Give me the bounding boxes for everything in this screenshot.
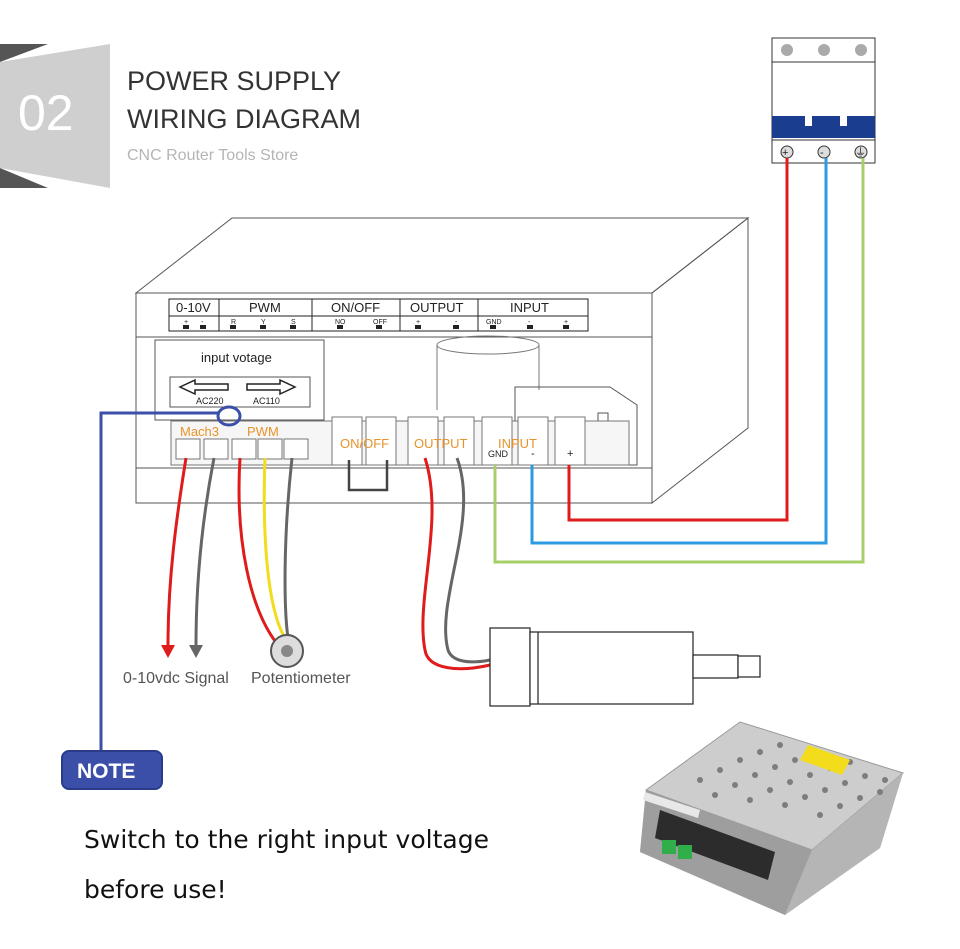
spindle-motor bbox=[489, 627, 761, 707]
input-pin-plus: + bbox=[567, 448, 573, 460]
pin-label: - bbox=[528, 319, 531, 326]
group-pwm: PWM bbox=[249, 300, 281, 315]
pin-label: - bbox=[455, 319, 458, 326]
group-input: INPUT bbox=[510, 300, 549, 315]
capacitor bbox=[436, 335, 540, 410]
breaker-label-plus: + bbox=[782, 147, 788, 159]
group-output: OUTPUT bbox=[410, 300, 464, 315]
wire-gray-signal bbox=[194, 457, 216, 646]
terminal-block bbox=[170, 416, 630, 466]
arrow-right-icon bbox=[246, 378, 297, 396]
pin-label: - bbox=[201, 319, 204, 326]
terminal-label-pwm: PWM bbox=[247, 424, 279, 439]
pin-label: + bbox=[564, 319, 568, 326]
wire-red-output bbox=[421, 457, 491, 671]
note-badge: NOTE bbox=[61, 750, 163, 790]
voltage-option-ac220: AC220 bbox=[196, 396, 224, 406]
terminal-label-on-off: ON/OFF bbox=[340, 436, 389, 451]
wire-red-signal bbox=[166, 457, 188, 646]
power-supply-box bbox=[134, 216, 750, 505]
note-line-1: Switch to the right input voltage bbox=[84, 825, 489, 854]
pin-label: OFF bbox=[373, 319, 387, 326]
wire-blue-input bbox=[530, 158, 828, 545]
title-line-2: WIRING DIAGRAM bbox=[127, 104, 361, 134]
input-voltage-switch bbox=[154, 339, 325, 421]
terminal-header-table bbox=[168, 298, 589, 332]
group-on-off: ON/OFF bbox=[331, 300, 380, 315]
arrow-down-icon bbox=[161, 645, 175, 658]
pin-label: S bbox=[291, 319, 296, 326]
pin-label: R bbox=[231, 319, 236, 326]
caption-signal: 0-10vdc Signal bbox=[123, 670, 229, 687]
wire-red-pot bbox=[237, 457, 280, 646]
pin-label: Y bbox=[261, 319, 266, 326]
wire-gray-output bbox=[444, 457, 491, 664]
note-pointer bbox=[99, 405, 242, 755]
header-pins: + - R Y S NO OFF + - GND - + bbox=[183, 319, 569, 329]
note-line-2: before use! bbox=[84, 875, 227, 904]
terminal-label-input: INPUT bbox=[498, 436, 537, 451]
terminal-label-output: OUTPUT bbox=[414, 436, 468, 451]
voltage-option-ac110: AC110 bbox=[253, 396, 280, 406]
terminal-label-mach3: Mach3 bbox=[180, 424, 219, 439]
wire-gray-pot bbox=[283, 457, 294, 639]
wire-green-input bbox=[493, 158, 865, 564]
breaker-terminal-minus bbox=[817, 145, 831, 159]
group-0-10v: 0-10V bbox=[176, 300, 211, 315]
arrow-down-icon bbox=[189, 645, 203, 658]
input-voltage-label: input votage bbox=[201, 350, 272, 365]
caption-potentiometer: Potentiometer bbox=[251, 670, 351, 687]
badge-number: 02 bbox=[18, 85, 74, 141]
breaker-label-minus: - bbox=[820, 147, 824, 159]
potentiometer-icon bbox=[270, 634, 304, 668]
title-line-1: POWER SUPPLY bbox=[127, 66, 341, 96]
pin-label: GND bbox=[486, 319, 502, 326]
pin-label: NO bbox=[335, 319, 346, 326]
input-pin-minus: - bbox=[531, 448, 535, 460]
wire-red-input bbox=[567, 158, 789, 522]
pin-label: + bbox=[184, 319, 188, 326]
wire-yellow-pot bbox=[262, 457, 287, 639]
breaker-label-ground: ⏚ bbox=[855, 146, 866, 159]
input-pin-gnd: GND bbox=[488, 449, 509, 459]
pin-label: + bbox=[416, 319, 420, 326]
breaker-terminal-ground bbox=[854, 145, 868, 159]
header-badge: 02 bbox=[0, 44, 110, 188]
store-name: CNC Router Tools Store bbox=[127, 147, 298, 164]
on-off-jumper bbox=[347, 460, 389, 492]
arrow-left-icon bbox=[178, 378, 229, 396]
circuit-breaker bbox=[771, 37, 876, 164]
note-badge-label: NOTE bbox=[77, 760, 135, 783]
power-supply-photo bbox=[640, 721, 905, 915]
